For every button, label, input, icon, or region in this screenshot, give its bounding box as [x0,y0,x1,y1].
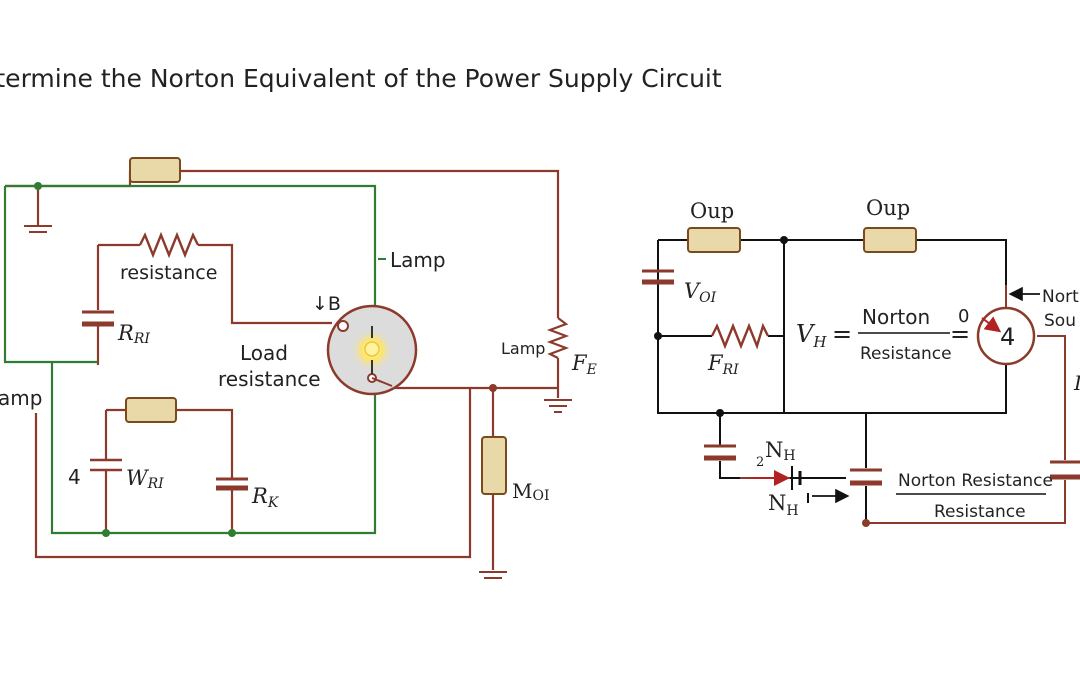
right-circuit: 4 0 Oup Oup VOI FRI VH = Norton Resistan… [642,196,1080,527]
top-resistor [129,157,181,183]
eq-vh: VH [796,320,827,351]
eq-numerator: Norton [862,305,930,329]
label-wri: WRI [126,466,164,492]
junction-dot [716,409,724,417]
junction-dot [862,519,870,527]
page-title: etermine the Norton Equivalent of the Po… [0,64,722,93]
label-oup-2: Oup [866,196,910,220]
label-rri: RRI [117,321,150,347]
fe-zigzag-resistor [546,317,570,359]
junction-dot [780,236,788,244]
label-fe: FE [571,351,597,378]
lamp-bulb-icon [326,304,418,396]
junction-dot [228,529,236,537]
label-b: ↓B [312,293,341,315]
left-brown-wires [5,169,560,570]
junction-dot [489,384,497,392]
label-load-line2: resistance [218,367,321,391]
ground-symbol [24,225,52,233]
label-side-cut: I [1073,371,1080,395]
ground-symbol [544,399,572,413]
eq-equals-1: = [832,320,852,348]
label-2nh-prefix: 2 [756,455,764,470]
label-nr-numerator: Norton Resistance [898,471,1053,491]
label-oup-1: Oup [690,199,734,223]
label-nh: NH [768,491,799,519]
label-voi: VOI [684,279,717,306]
label-fri: FRI [707,351,739,378]
fri-zigzag-resistor [710,322,770,350]
resistance-zigzag [138,231,200,259]
label-four: 4 [68,465,81,489]
label-norton-source-1: Nort [1042,287,1079,307]
label-norton-source-2: Sou [1044,311,1076,331]
meter-value: 4 [1000,323,1015,351]
left-circuit: Lamp resistance ↓B RRI Load resistance a… [0,157,597,579]
junction-dot [102,529,110,537]
meter-zero: 0 [958,306,969,327]
label-moi: MOI [512,479,550,504]
junction-dot [654,332,662,340]
meter-gauge-icon: 4 0 [958,306,1036,366]
label-lamp-top: Lamp [390,248,446,272]
left-green-wires [3,184,377,535]
junction-dot [34,182,42,190]
oup-resistor-1 [687,227,741,253]
label-lamp-right: Lamp [501,339,545,358]
eq-equals-2: = [950,320,970,348]
label-load-line1: Load [240,341,288,365]
label-resistance: resistance [120,262,217,284]
label-2nh: NH [765,438,796,464]
label-lamp-left: amp [0,386,42,410]
lower-resistor [125,397,177,423]
label-rk: RK [251,484,280,511]
label-nr-denominator: Resistance [934,502,1026,522]
ground-symbol [479,571,507,579]
oup-resistor-2 [863,227,917,253]
moi-resistor [481,436,507,495]
eq-denominator: Resistance [860,344,952,364]
